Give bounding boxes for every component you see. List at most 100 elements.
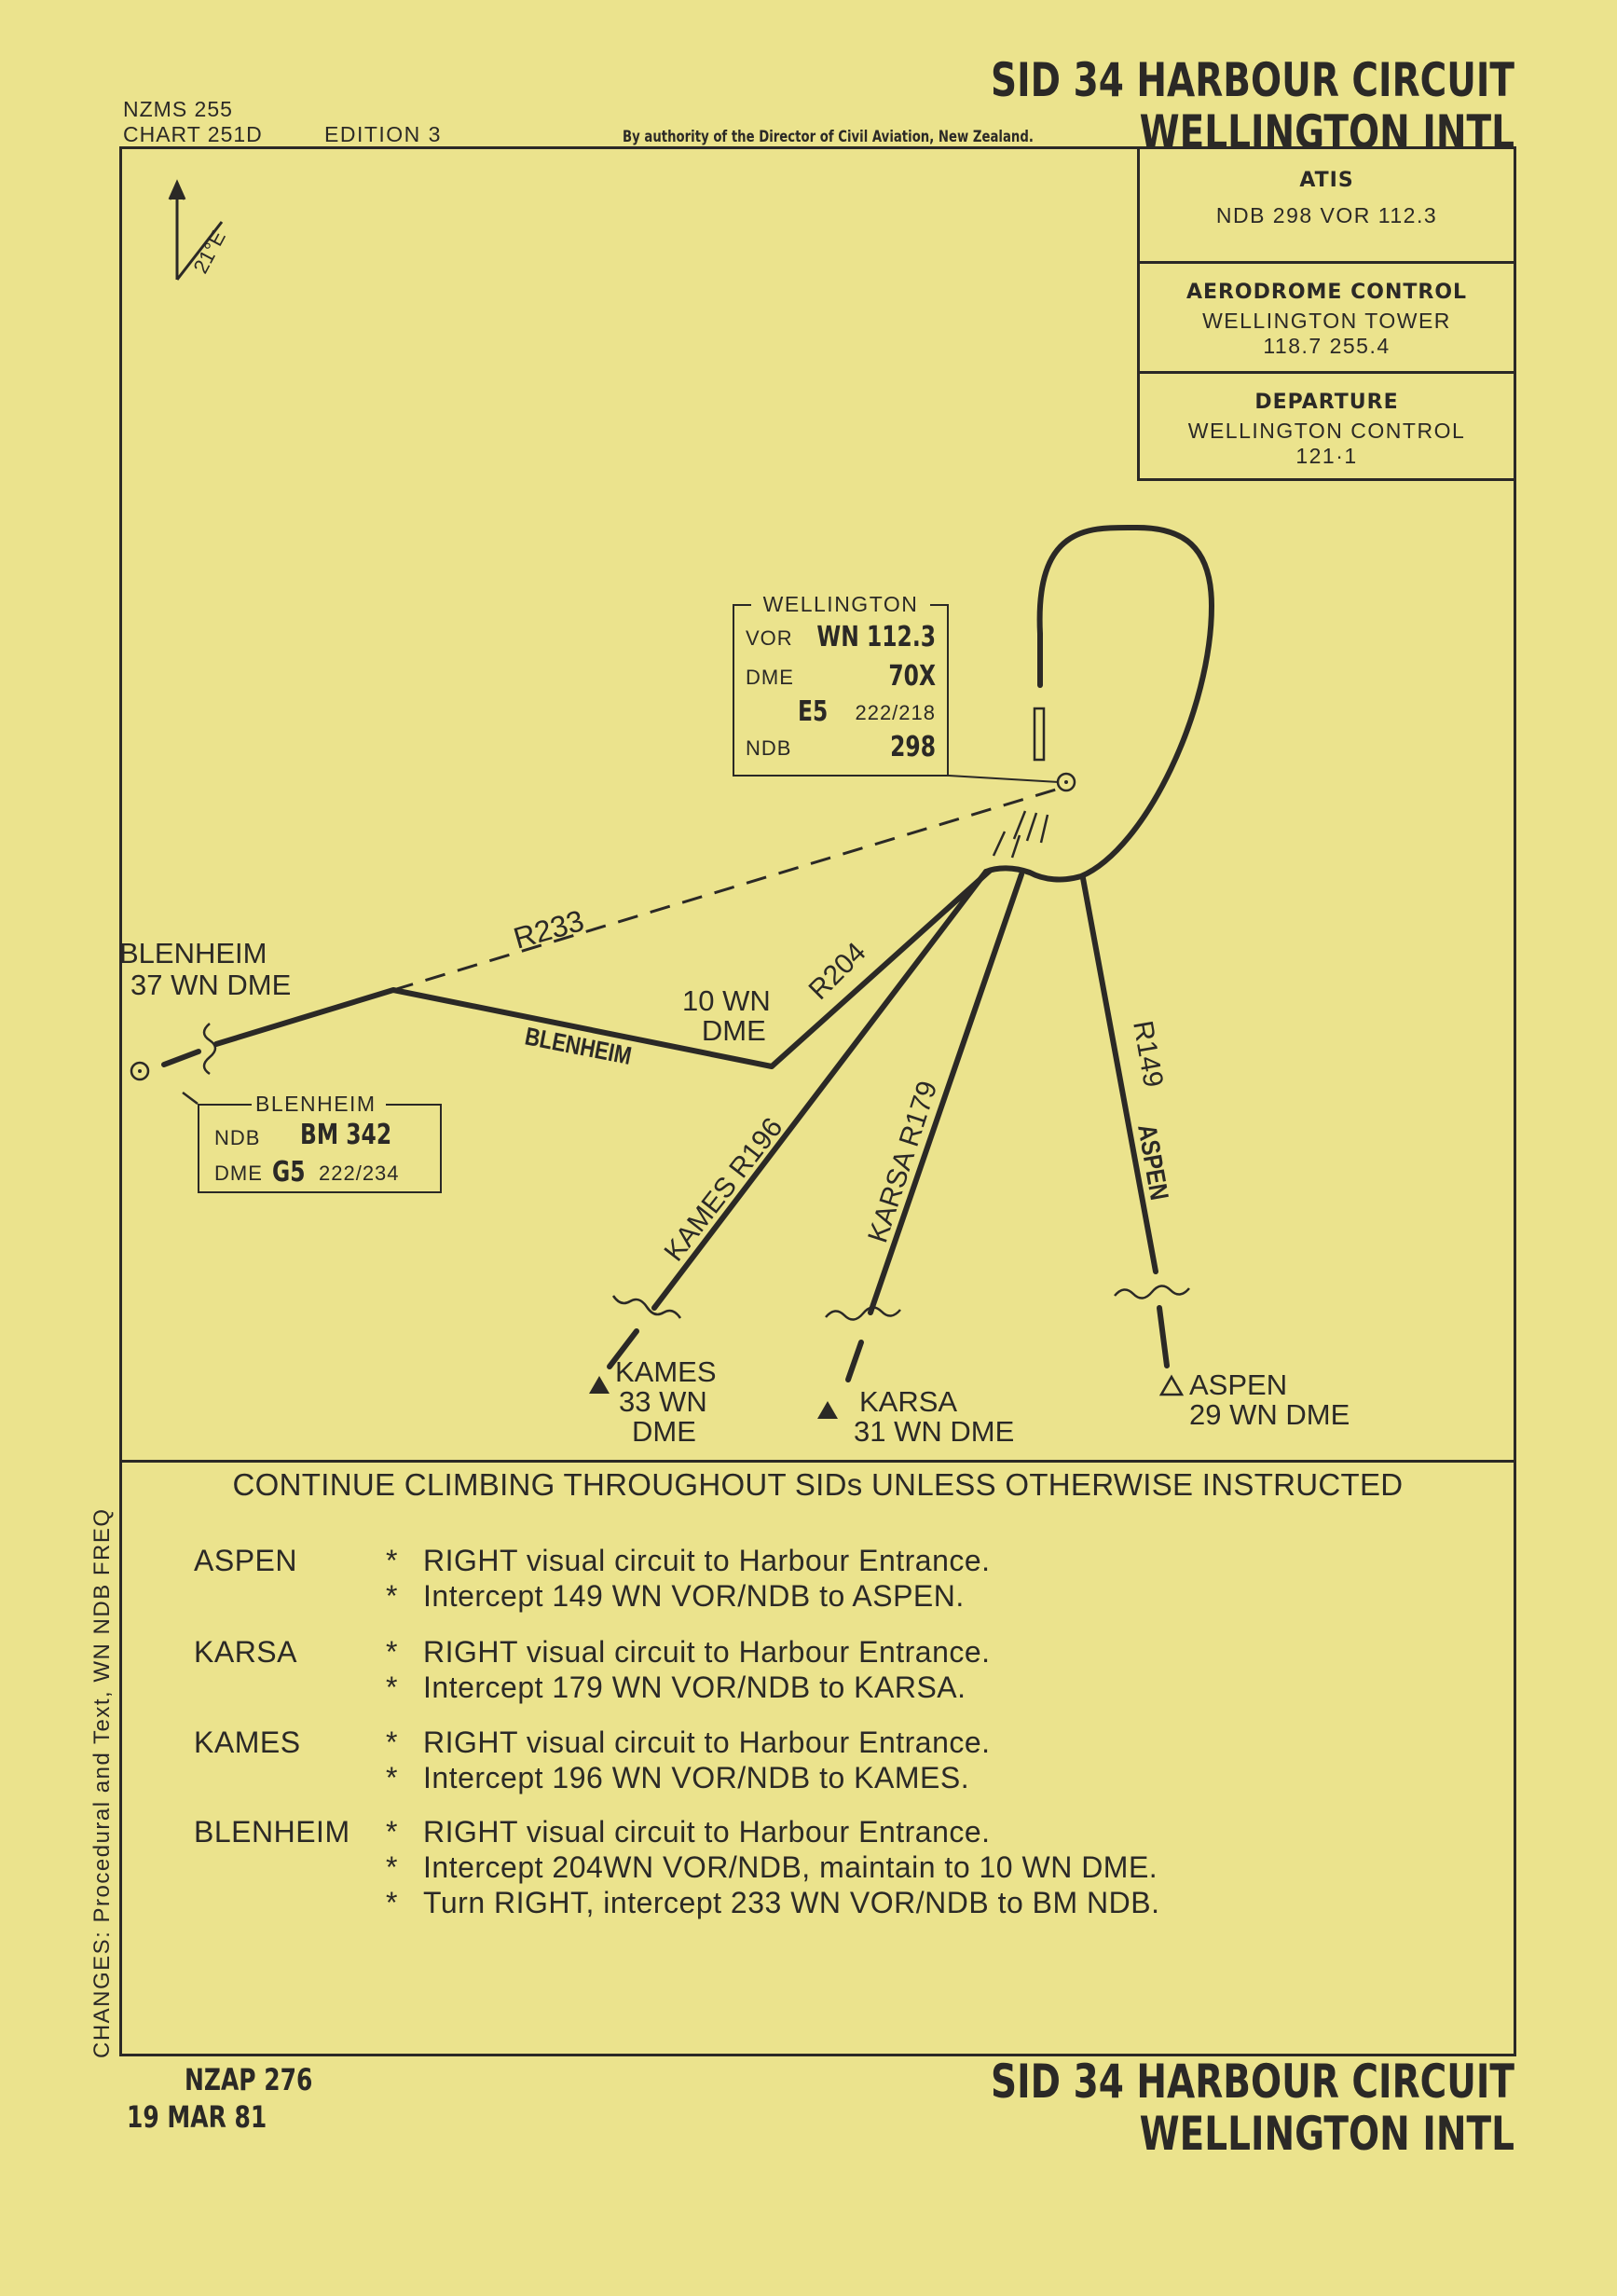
blenheim-dme-label: DME — [214, 1162, 263, 1185]
wellington-vor-label: VOR — [746, 626, 793, 650]
climb-instruction-heading: CONTINUE CLIMBING THROUGHOUT SIDs UNLESS… — [232, 1467, 1404, 1502]
edition-label: EDITION 3 — [324, 122, 442, 146]
wellington-box-topline-right — [930, 604, 949, 606]
footer-chart-code: NZAP 276 — [185, 2062, 313, 2097]
atis-title: ATIS — [1299, 169, 1354, 192]
chart-number: CHART 251D — [123, 122, 263, 146]
aerodrome-control-title: AERODROME CONTROL — [1185, 281, 1468, 304]
route-aspen-step-1: RIGHT visual circuit to Harbour Entrance… — [423, 1544, 991, 1577]
departure-station: WELLINGTON CONTROL — [1187, 419, 1466, 443]
blenheim-route-label: BLENHEIM — [523, 1023, 634, 1070]
wellington-ndb-label: NDB — [746, 736, 792, 760]
changes-note: CHANGES: Procedural and Text, WN NDB FRE… — [89, 1507, 115, 2058]
kames-fix-distance: 33 WN — [619, 1385, 707, 1418]
wellington-box-leader — [948, 775, 1060, 783]
route-blenheim-name: BLENHEIM — [194, 1815, 350, 1849]
kames-r196-label: KAMES R196 — [659, 1112, 789, 1267]
route-karsa-step-2: Intercept 179 WN VOR/NDB to KARSA. — [423, 1670, 966, 1704]
kames-route — [607, 869, 989, 1369]
route-blenheim-bullet-2: * — [386, 1850, 398, 1884]
chart-series: NZMS 255 — [123, 97, 233, 121]
route-blenheim-step-1: RIGHT visual circuit to Harbour Entrance… — [423, 1815, 991, 1849]
route-blenheim-step-3: Turn RIGHT, intercept 233 WN VOR/NDB to … — [423, 1886, 1160, 1919]
wellington-ndb-value: 298 — [890, 731, 936, 763]
wellington-dme-value: 70X — [888, 660, 936, 693]
kames-triangle-icon — [589, 1376, 610, 1394]
route-aspen-bullet-2: * — [386, 1579, 398, 1613]
north-arrow-icon — [168, 179, 224, 281]
karsa-route — [845, 872, 1024, 1382]
route-blenheim: BLENHEIM * RIGHT visual circuit to Harbo… — [194, 1815, 1480, 1936]
blenheim-box-topline-left — [198, 1104, 252, 1106]
route-karsa-step-1: RIGHT visual circuit to Harbour Entrance… — [423, 1635, 991, 1669]
route-kames-bullet-2: * — [386, 1761, 398, 1794]
wellington-navaid-box: WELLINGTON VOR WN 112.3 DME 70X E5 222/2… — [733, 592, 949, 777]
header-title-line1: SID 34 HARBOUR CIRCUIT — [991, 53, 1514, 107]
blenheim-box-title: BLENHEIM — [255, 1092, 377, 1116]
kames-fix-unit: DME — [632, 1415, 696, 1448]
route-karsa: KARSA * RIGHT visual circuit to Harbour … — [194, 1635, 1480, 1725]
route-karsa-bullet-2: * — [386, 1670, 398, 1704]
r233-radial-dashed — [392, 787, 1060, 992]
kames-fix-name: KAMES — [615, 1355, 717, 1388]
karsa-fix-name: KARSA — [859, 1385, 958, 1418]
header-title: SID 34 HARBOUR CIRCUIT WELLINGTON INTL — [933, 54, 1514, 158]
plan-view-divider — [119, 1460, 1516, 1463]
kames-route-break — [611, 1295, 682, 1319]
harbour-circuit-track — [983, 524, 1214, 883]
wellington-dme-label: DME — [746, 666, 794, 689]
route-instructions: ASPEN * RIGHT visual circuit to Harbour … — [194, 1544, 1480, 1936]
route-blenheim-bullet-1: * — [386, 1815, 398, 1849]
aerodrome-control-station: WELLINGTON TOWER — [1202, 309, 1451, 333]
runway-marker — [1033, 707, 1046, 762]
route-kames-name: KAMES — [194, 1725, 301, 1759]
departure-dash-marks — [992, 810, 1049, 859]
blenheim-route-break — [202, 1023, 217, 1076]
atis-frequencies: NDB 298 VOR 112.3 — [1215, 203, 1438, 227]
blenheim-ndb-value: BM 342 — [300, 1119, 392, 1151]
karsa-route-break — [825, 1306, 901, 1321]
aspen-route — [1080, 875, 1170, 1368]
ten-dme-fix-line2: DME — [701, 1014, 766, 1047]
route-aspen-bullet-1: * — [386, 1544, 398, 1577]
departure-title: DEPARTURE — [1254, 391, 1399, 414]
blenheim-navaid-box: BLENHEIM NDB BM 342 DME G5 222/234 — [198, 1092, 442, 1193]
magnetic-variation-label: 21°E — [188, 227, 230, 277]
footer-title: SID 34 HARBOUR CIRCUIT WELLINGTON INTL — [933, 2055, 1514, 2160]
blenheim-fix-distance: 37 WN DME — [130, 969, 292, 1001]
route-kames-bullet-1: * — [386, 1725, 398, 1759]
aspen-fix-name: ASPEN — [1189, 1368, 1288, 1401]
kames-fix-label: KAMES 33 WN DME — [615, 1357, 717, 1447]
route-karsa-name: KARSA — [194, 1635, 297, 1669]
karsa-fix-distance: 31 WN DME — [854, 1415, 1015, 1448]
route-karsa-bullet-1: * — [386, 1635, 398, 1669]
route-aspen-name: ASPEN — [194, 1544, 297, 1577]
blenheim-box-leader — [182, 1092, 199, 1105]
aspen-fix-distance: 29 WN DME — [1189, 1398, 1350, 1431]
r204-label: R204 — [803, 937, 872, 1006]
chart-frame — [119, 146, 1516, 2056]
footer-title-line1: SID 34 HARBOUR CIRCUIT — [991, 2055, 1514, 2109]
r233-label: R233 — [510, 903, 587, 956]
plan-view: 21°E R233 BLENHEIM R204 KAMES R196 — [130, 179, 1214, 1419]
blenheim-box-topline-right — [386, 1104, 442, 1106]
footer-title-line2: WELLINGTON INTL — [1139, 2107, 1514, 2161]
route-kames: KAMES * RIGHT visual circuit to Harbour … — [194, 1725, 1480, 1815]
blenheim-fix-name: BLENHEIM — [119, 937, 267, 969]
wellington-box-title: WELLINGTON — [762, 592, 919, 616]
aspen-triangle-icon — [1158, 1374, 1185, 1396]
wellington-e5-code: E5 — [798, 695, 829, 728]
blenheim-ndb-label: NDB — [214, 1126, 261, 1149]
blenheim-fix-label: BLENHEIM 37 WN DME — [119, 938, 291, 1001]
blenheim-dme-value: 222/234 — [319, 1162, 400, 1185]
atis-block: ATIS NDB 298 VOR 112.3 — [1140, 146, 1514, 264]
wellington-e5-value: 222/218 — [855, 701, 936, 724]
route-blenheim-step-2: Intercept 204WN VOR/NDB, maintain to 10 … — [423, 1850, 1158, 1884]
departure-frequency: 121·1 — [1295, 444, 1358, 468]
aerodrome-control-frequencies: 118.7 255.4 — [1263, 334, 1391, 358]
karsa-triangle-icon — [817, 1401, 838, 1419]
route-aspen: ASPEN * RIGHT visual circuit to Harbour … — [194, 1544, 1480, 1635]
departure-block: DEPARTURE WELLINGTON CONTROL 121·1 — [1140, 374, 1514, 469]
blenheim-ndb-icon — [130, 1061, 150, 1081]
wellington-vor-icon — [1056, 772, 1076, 792]
